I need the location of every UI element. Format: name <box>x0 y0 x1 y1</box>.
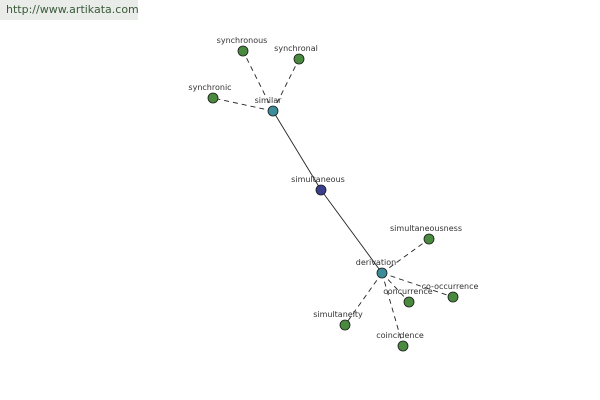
node-simultaneous[interactable]: simultaneous <box>291 175 345 196</box>
node-label-similar: similar <box>255 96 283 105</box>
node-label-synchronous: synchronous <box>217 36 268 45</box>
edge-derivation-simultaneity <box>344 272 383 326</box>
edge-derivation-simultaneousness <box>381 238 430 274</box>
node-dot-simultaneousness[interactable] <box>423 233 435 245</box>
node-dot-simultaneity[interactable] <box>339 319 351 331</box>
node-synchronous[interactable]: synchronous <box>217 36 268 57</box>
node-dot-derivation[interactable] <box>376 267 388 279</box>
node-dot-synchronic[interactable] <box>207 92 219 104</box>
node-label-derivation: derivation <box>356 258 396 267</box>
node-label-simultaneous: simultaneous <box>291 175 345 184</box>
watermark-url: http://www.artikata.com <box>0 0 139 20</box>
node-simultaneity[interactable]: simultaneity <box>313 310 363 331</box>
node-concurrence[interactable]: concurrence <box>383 287 433 308</box>
edge-derivation-coincidence <box>381 272 404 347</box>
node-label-co-occurrence: co-occurrence <box>422 282 479 291</box>
node-label-simultaneity: simultaneity <box>313 310 363 319</box>
node-dot-synchronal[interactable] <box>293 53 305 65</box>
edges-layer <box>212 50 454 347</box>
node-synchronal[interactable]: synchronal <box>274 44 318 65</box>
node-label-synchronic: synchronic <box>188 83 231 92</box>
node-derivation[interactable]: derivation <box>356 258 396 279</box>
node-label-concurrence: concurrence <box>383 287 432 296</box>
node-co-occurrence[interactable]: co-occurrence <box>422 282 479 303</box>
nodes-layer: simultaneous similar derivation synchronous… <box>188 36 479 352</box>
node-label-synchronal: synchronal <box>274 44 318 53</box>
edge-similar-synchronic <box>212 97 274 112</box>
node-dot-co-occurrence[interactable] <box>447 291 459 303</box>
node-coincidence[interactable]: coincidence <box>376 331 424 352</box>
node-similar[interactable]: similar <box>255 96 283 117</box>
edge-similar-synchronal <box>272 58 300 112</box>
edge-derivation-concurrence <box>381 272 410 303</box>
edge-simultaneous-similar <box>272 110 322 191</box>
node-dot-concurrence[interactable] <box>403 296 415 308</box>
node-dot-synchronous[interactable] <box>237 45 249 57</box>
edge-simultaneous-derivation <box>320 189 383 274</box>
node-label-coincidence: coincidence <box>376 331 424 340</box>
edge-similar-synchronous <box>242 50 274 112</box>
node-synchronic[interactable]: synchronic <box>188 83 232 104</box>
node-dot-similar[interactable] <box>267 105 279 117</box>
edge-derivation-co-occurrence <box>381 272 454 298</box>
node-label-simultaneousness: simultaneousness <box>390 224 462 233</box>
node-dot-simultaneous[interactable] <box>315 184 327 196</box>
node-dot-coincidence[interactable] <box>397 340 409 352</box>
node-simultaneousness[interactable]: simultaneousness <box>390 224 462 245</box>
